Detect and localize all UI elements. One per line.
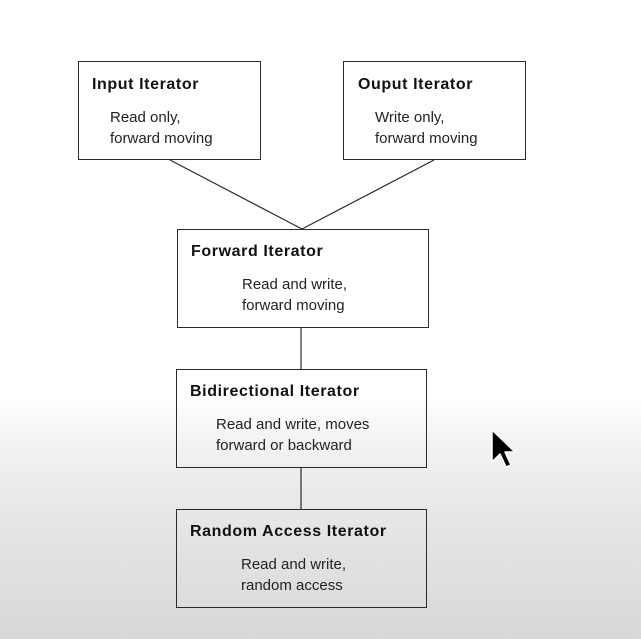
node-bidirectional-iterator: Bidirectional Iterator Read and write, m…	[176, 369, 427, 468]
node-title: Bidirectional Iterator	[190, 383, 360, 400]
node-description: Read only, forward moving	[110, 107, 213, 149]
node-input-iterator: Input Iterator Read only, forward moving	[78, 61, 261, 160]
edge-input-forward	[169, 159, 303, 230]
node-description-line: forward moving	[375, 130, 478, 147]
node-description: Read and write, moves forward or backwar…	[216, 414, 369, 456]
node-description-line: Read only,	[110, 109, 181, 126]
edge-output-forward	[301, 159, 435, 230]
node-description-line: forward moving	[242, 297, 345, 314]
node-description-line: forward or backward	[216, 437, 352, 454]
mouse-pointer-icon	[491, 429, 516, 468]
node-title: Random Access Iterator	[190, 523, 387, 540]
node-description-line: Read and write,	[242, 276, 348, 293]
node-title: Input Iterator	[92, 76, 200, 93]
node-description: Write only, forward moving	[375, 107, 478, 149]
node-title: Forward Iterator	[191, 243, 324, 260]
node-output-iterator: Ouput Iterator Write only, forward movin…	[343, 61, 526, 160]
node-description-line: random access	[241, 577, 343, 594]
node-random-access-iterator: Random Access Iterator Read and write, r…	[176, 509, 427, 608]
node-title: Ouput Iterator	[358, 76, 474, 93]
node-description-line: Write only,	[375, 109, 445, 126]
node-forward-iterator: Forward Iterator Read and write, forward…	[177, 229, 429, 328]
node-description-line: forward moving	[110, 130, 213, 147]
node-description-line: Read and write, moves	[216, 416, 370, 433]
node-description: Read and write, forward moving	[242, 274, 347, 316]
node-description: Read and write, random access	[241, 554, 346, 596]
node-description-line: Read and write,	[241, 556, 347, 573]
